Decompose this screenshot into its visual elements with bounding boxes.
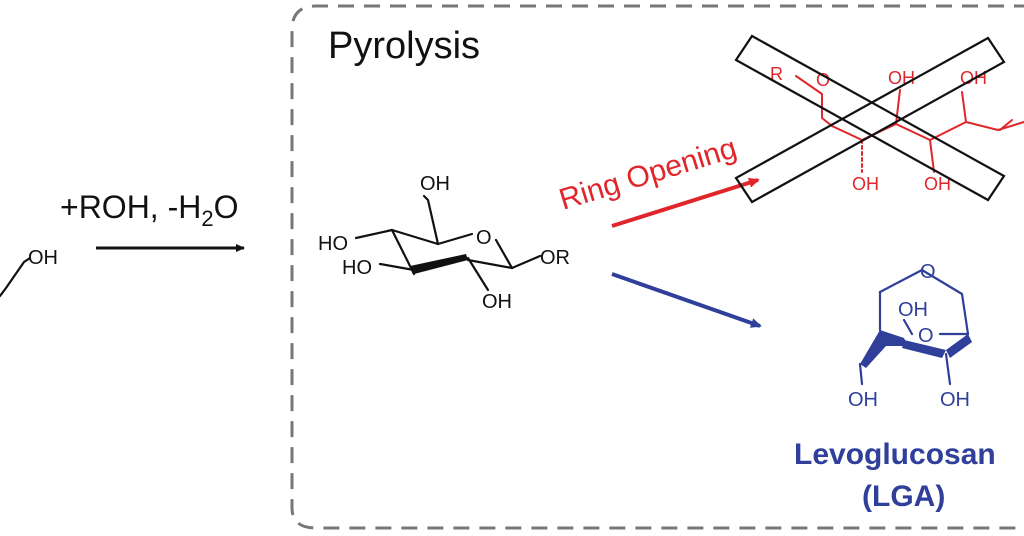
lga-o-top: O xyxy=(920,261,936,283)
lga-arrow xyxy=(611,272,762,328)
box-title: Pyrolysis xyxy=(328,25,480,67)
glucoside-oh-bottom: OH xyxy=(482,291,512,313)
opened-oh-3: OH xyxy=(852,174,879,194)
left-fragment: OH xyxy=(0,247,58,298)
glucoside-structure: OH O HO HO OR OH xyxy=(318,173,570,313)
reaction-arrow: +ROH, -H2O xyxy=(60,189,245,252)
ring-opening-arrow xyxy=(611,177,760,228)
opened-oh-4: OH xyxy=(924,174,951,194)
ring-opening-label: Ring Opening xyxy=(555,131,740,216)
glucoside-ho-lower: HO xyxy=(342,257,372,279)
reaction-conditions: +ROH, -H2O xyxy=(60,189,238,231)
opened-o: O xyxy=(816,70,830,90)
ring-opening-pathway: Ring Opening xyxy=(555,131,760,228)
cross-bar-1 xyxy=(734,34,1006,202)
lga-oh-right: OH xyxy=(940,389,970,411)
glucoside-ring-o: O xyxy=(476,227,492,249)
lga-abbr: (LGA) xyxy=(862,480,945,513)
glucoside-or: OR xyxy=(540,247,570,269)
cross-bar-2 xyxy=(734,36,1006,204)
lga-name: Levoglucosan xyxy=(794,438,996,471)
left-oh-label: OH xyxy=(28,247,58,269)
lga-oh-left: OH xyxy=(848,389,878,411)
glucoside-ho-upper: HO xyxy=(318,233,348,255)
lga-oh-center: OH xyxy=(898,299,928,321)
glucoside-oh-top: OH xyxy=(420,173,450,195)
pyrolysis-box xyxy=(290,4,1024,530)
opened-r: R xyxy=(770,64,783,84)
lga-o-bridge: O xyxy=(918,325,934,347)
ring-opened-structure: R O OH OH OH OH xyxy=(734,34,1024,204)
levoglucosan-structure: O OH O OH OH Levoglucosan (LGA) xyxy=(794,261,996,513)
